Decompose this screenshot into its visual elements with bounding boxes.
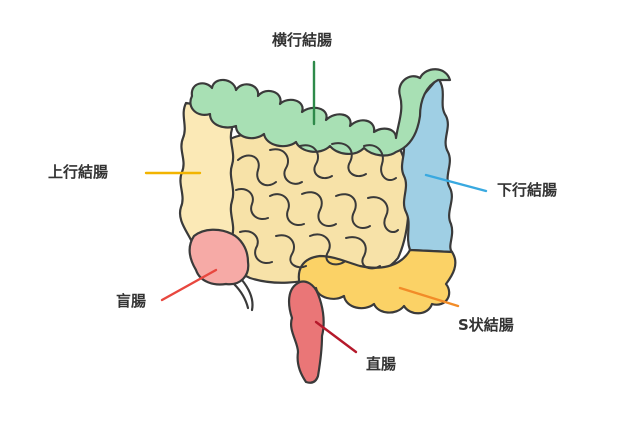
rectum-leader-line — [314, 320, 358, 354]
label-ascending-colon: 上行結腸 — [48, 163, 109, 181]
descending-leader-line — [424, 173, 488, 193]
transverse-colon — [189, 68, 452, 157]
cecum — [188, 228, 250, 286]
rectum — [287, 280, 325, 384]
label-cecum: 盲腸 — [116, 292, 147, 310]
sigmoid-leader-line — [398, 286, 460, 308]
label-transverse-colon: 横行結腸 — [272, 31, 333, 49]
cecum-leader-line — [160, 268, 218, 302]
ascending-colon — [178, 101, 235, 242]
appendix-outer — [240, 278, 254, 312]
label-descending-colon: 下行結腸 — [497, 181, 558, 199]
label-rectum: 直腸 — [366, 355, 397, 373]
label-sigmoid-colon: S状結腸 — [458, 316, 514, 334]
small-intestine-folds — [235, 142, 399, 270]
appendix — [232, 282, 250, 310]
